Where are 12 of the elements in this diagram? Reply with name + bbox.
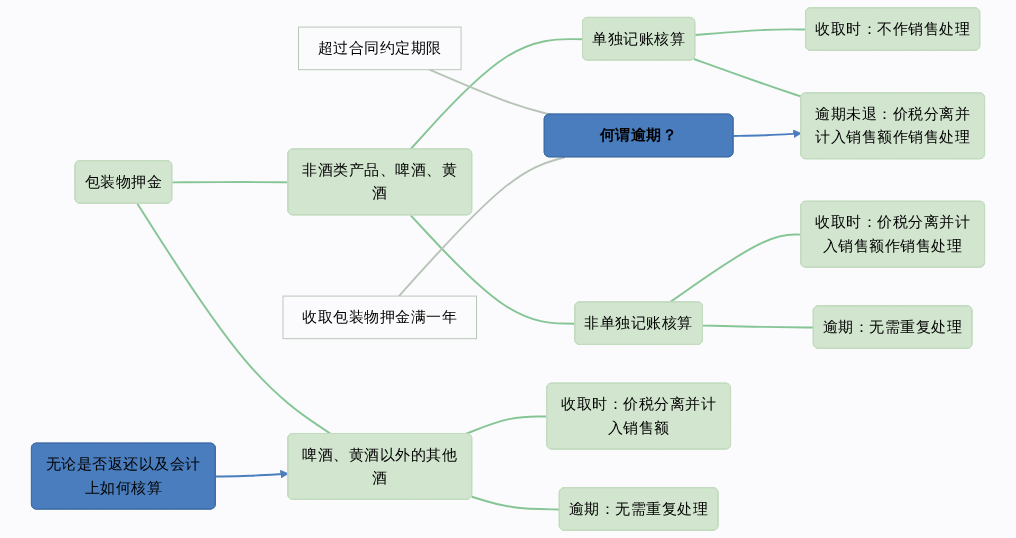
node-box: 超过合同约定期限 [298, 26, 462, 71]
arrow [214, 469, 289, 479]
connector [702, 324, 815, 329]
connector [692, 58, 803, 98]
arrow [732, 129, 802, 139]
connector [136, 202, 332, 435]
connector [470, 495, 561, 511]
connector [409, 38, 584, 151]
connector [397, 156, 566, 298]
connector [428, 68, 552, 116]
connector [694, 28, 807, 36]
node-box: 收取包装物押金满一年 [282, 295, 478, 340]
